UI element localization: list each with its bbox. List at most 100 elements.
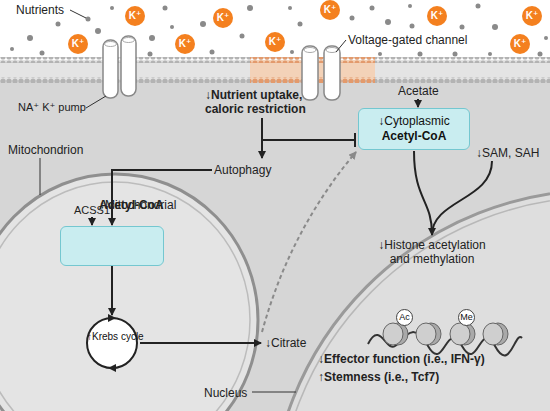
cycle-outline (84, 315, 140, 371)
ion-circle: K⁺ (320, 0, 340, 20)
nutrient-dot (95, 28, 101, 34)
enzyme-label: ACSS1 (74, 204, 124, 217)
node-text: ↓Cytoplasmic (378, 114, 449, 129)
mitochondrion-inner-membrane (0, 182, 250, 411)
nutrient-dot (210, 50, 215, 55)
outcome-label: ↑Stemness (i.e., Tcf7) (318, 370, 548, 384)
nutrient-dot (418, 52, 423, 57)
nutrient-dot (110, 6, 114, 10)
nutrient-dot (290, 50, 294, 54)
nutrient-dot (27, 35, 33, 41)
ion-circle: K⁺ (213, 8, 233, 28)
nutrient-dot (453, 52, 458, 57)
cycle-arrow-head (108, 364, 116, 372)
metabolite-label: ↓Citrate (265, 336, 325, 350)
membrane-heads (0, 77, 550, 83)
condition-label: ↓Nutrient uptake, caloric restriction (205, 88, 330, 116)
nucleus-inner-envelope (277, 197, 550, 411)
nutrient-dot (298, 22, 303, 27)
nutrient-dot (170, 25, 174, 29)
nucleosome (450, 323, 470, 345)
ion-circle: K⁺ (427, 6, 447, 26)
leader-line (86, 96, 106, 108)
callout-label: NA⁺ K⁺ pump (18, 101, 98, 114)
cycle-ring (87, 318, 137, 368)
inhibition-bar (354, 133, 356, 147)
channel-top (304, 48, 316, 53)
node-text: Acetyl-CoA (382, 129, 447, 144)
ion-circle: K⁺ (125, 6, 145, 26)
metabolite-box: ↓CytoplasmicAcetyl-CoA (358, 108, 470, 150)
nucleosome (383, 323, 403, 345)
node-text: Me (460, 313, 473, 322)
nutrient-dot (544, 36, 548, 40)
cycle-arrow-head (108, 314, 116, 322)
histone-mark: Me (458, 309, 475, 326)
nutrient-dot (492, 24, 498, 30)
nutrient-dot (538, 52, 543, 57)
merge-arrow (432, 161, 492, 235)
inhibition-line (262, 139, 354, 141)
node-text: K⁺ (72, 39, 85, 49)
process-label: Autophagy (214, 163, 284, 177)
pathway-arrow (261, 118, 263, 158)
leader-line (40, 158, 41, 195)
ion-circle: K⁺ (265, 32, 285, 52)
leader-line (252, 392, 296, 393)
pump-subunit (103, 40, 118, 98)
nutrient-dot (240, 34, 245, 39)
ion-circle: K⁺ (510, 34, 530, 54)
node-text: K⁺ (269, 37, 282, 47)
process-label: ↓Histone acetylation and methylation (367, 238, 497, 266)
node-text: ↑Krebs cycle (87, 331, 137, 343)
leader-line (70, 10, 86, 18)
nucleosome (416, 323, 436, 345)
node-text: K⁺ (526, 11, 539, 21)
channel-top (326, 48, 338, 53)
mitochondrion-shape: Mitochondrion↑MitochondrialAcetyl-CoA↑Kr… (0, 172, 260, 411)
membrane-heads (0, 57, 550, 63)
nutrient-dot (350, 16, 355, 21)
pump-top (123, 38, 135, 43)
callout-label: Nutrients (16, 3, 86, 17)
channel-subunit (324, 46, 340, 100)
ion-circle: K⁺ (175, 34, 195, 54)
node-text: Mitochondrion (8, 143, 83, 157)
dashed-arrow (262, 152, 356, 332)
nutrient-dot (408, 4, 412, 8)
channel-subunit (302, 46, 318, 100)
node-text: K⁺ (431, 11, 444, 21)
mitochondrion-membrane (0, 174, 258, 411)
cycle-circle: ↑Krebs cycle (84, 315, 140, 371)
metabolite-label: ↓SAM, SAH (476, 146, 548, 160)
pump-subunit (121, 36, 136, 96)
node-text: K⁺ (514, 39, 527, 49)
merge-line (414, 151, 432, 234)
nutrient-dot (148, 52, 153, 57)
histone-mark: Ac (396, 309, 413, 326)
node-text: K⁺ (217, 13, 230, 23)
leader-line (336, 40, 346, 52)
nutrient-dot (86, 17, 91, 22)
pathway-arrow (417, 99, 419, 107)
ion-circle: K⁺ (522, 6, 542, 26)
nutrient-dot (488, 52, 492, 56)
node-text: Ac (399, 313, 410, 322)
nucleus-envelope (270, 190, 550, 411)
nutrient-dot (247, 5, 253, 11)
callout-label: Voltage-gated channel (348, 33, 488, 47)
nutrient-dot (163, 6, 168, 11)
nutrient-dot (385, 19, 391, 25)
pump-top (105, 42, 117, 47)
node-text: K⁺ (179, 39, 192, 49)
nutrient-dot (288, 6, 292, 10)
nutrient-dot (40, 51, 45, 56)
outcome-label: ↓Effector function (i.e., IFN-γ) (318, 352, 548, 366)
nutrient-dots (10, 4, 548, 57)
nutrient-dot (378, 52, 382, 56)
metabolite-box: ↑MitochondrialAcetyl-CoA (60, 226, 164, 266)
nucleosome (483, 323, 503, 345)
nutrient-dot (200, 21, 206, 27)
nutrient-dot (460, 25, 465, 30)
